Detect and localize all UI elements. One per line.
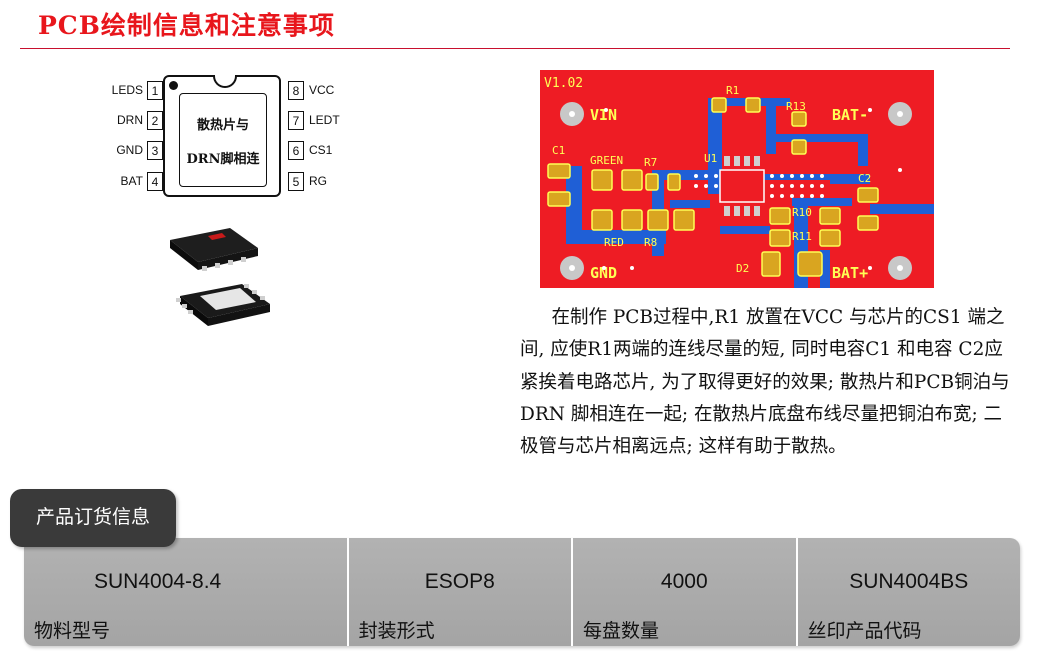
pcb-design-notes: 在制作 PCB过程中,R1 放置在VCC 与芯片的CS1 端之间, 应使R1两端… xyxy=(520,307,1010,458)
ordering-col-part-number: SUN4004-8.4 物料型号 xyxy=(24,538,349,646)
ordering-col-marking-code: SUN4004BS 丝印产品代码 xyxy=(797,538,1020,646)
pcb-label-gnd: GND xyxy=(590,264,617,282)
pin-name: DRN xyxy=(117,113,143,127)
title-divider xyxy=(20,48,1010,49)
pin-3: GND 3 xyxy=(116,140,163,160)
package-bottom-view xyxy=(176,284,270,326)
pcb-label-r8: R8 xyxy=(644,236,657,249)
pin-name: LEDS xyxy=(111,83,143,97)
thermal-pad-note-line1: 散热片与 xyxy=(196,117,249,133)
chip-notch xyxy=(213,75,237,88)
pin-name: GND xyxy=(116,143,143,157)
pin-number: 3 xyxy=(147,140,163,160)
pcb-chip-u1 xyxy=(602,108,902,270)
pin-number: 6 xyxy=(288,140,304,160)
pin-name: RG xyxy=(309,174,327,188)
pcb-label-u1: U1 xyxy=(704,152,717,165)
ordering-value: SUN4004-8.4 xyxy=(94,570,222,593)
pin-name: CS1 xyxy=(309,143,333,157)
pcb-traces xyxy=(566,98,934,288)
chip-body: 散热片与 DRN脚相连 xyxy=(163,75,281,197)
pcb-label-c1: C1 xyxy=(552,144,565,157)
ordering-value: SUN4004BS xyxy=(849,570,969,593)
pin-number: 7 xyxy=(288,110,304,130)
pin-number: 8 xyxy=(288,80,304,100)
pin-name: VCC xyxy=(309,83,335,97)
pcb-label-bat-minus: BAT- xyxy=(832,106,868,124)
pcb-label-r10: R10 xyxy=(792,206,812,219)
ordering-value: 4000 xyxy=(660,570,708,593)
pcb-label-green: GREEN xyxy=(590,154,623,167)
pcb-label-vin: VIN xyxy=(590,106,617,124)
chip-pinout-diagram: 散热片与 DRN脚相连 LEDS 1 DRN 2 GND 3 BAT 4 8 V… xyxy=(95,70,365,200)
pcb-pads xyxy=(547,97,879,277)
pin-6: 6 CS1 xyxy=(288,140,332,160)
pcb-label-red: RED xyxy=(604,236,624,249)
ordering-label: 每盘数量 xyxy=(583,620,660,642)
ordering-info-table: SUN4004-8.4 物料型号 ESOP8 封装形式 4000 每盘数量 SU… xyxy=(24,538,1020,646)
ordering-label: 物料型号 xyxy=(34,620,111,642)
pin-name: LEDT xyxy=(309,113,340,127)
pcb-label-c2: C2 xyxy=(858,172,871,185)
pcb-label-r11: R11 xyxy=(792,230,812,243)
pin-7: 7 LEDT xyxy=(288,110,340,130)
thermal-pad-outline: 散热片与 DRN脚相连 xyxy=(179,93,267,187)
pin-number: 5 xyxy=(288,171,304,191)
pin-number: 1 xyxy=(147,80,163,100)
pcb-label-d2: D2 xyxy=(736,262,749,275)
thermal-pad-note-line2: DRN脚相连 xyxy=(186,151,260,167)
ordering-label: 封装形式 xyxy=(358,620,435,642)
pcb-label-bat-plus: BAT+ xyxy=(832,264,868,282)
pcb-label-r13: R13 xyxy=(786,100,806,113)
pcb-version: V1.02 xyxy=(544,76,583,91)
ordering-label: 丝印产品代码 xyxy=(807,620,922,642)
ordering-col-package: ESOP8 封装形式 xyxy=(348,538,574,646)
pcb-label-r7: R7 xyxy=(644,156,657,169)
pcb-label-r1: R1 xyxy=(726,84,739,97)
ordering-info-tab: 产品订货信息 xyxy=(10,489,176,547)
pin-number: 2 xyxy=(147,110,163,130)
ordering-col-reel-quantity: 4000 每盘数量 xyxy=(573,538,798,646)
pin-5: 5 RG xyxy=(288,171,327,191)
pin-name: BAT xyxy=(120,174,143,188)
page-title: PCB绘制信息和注意事项 xyxy=(38,11,335,40)
pin-8: 8 VCC xyxy=(288,80,334,100)
package-photos xyxy=(170,228,270,326)
ordering-value: ESOP8 xyxy=(424,570,495,593)
package-top-view xyxy=(170,228,258,271)
pcb-mounting-holes xyxy=(560,102,912,280)
pin-1: LEDS 1 xyxy=(112,80,163,100)
pcb-layout: V1.02 VIN GND BAT- BAT+ C1 C2 R1 R7 R8 R… xyxy=(540,70,934,288)
pin-number: 4 xyxy=(147,171,163,191)
pin-2: DRN 2 xyxy=(117,110,163,130)
pin-4: BAT 4 xyxy=(121,171,163,191)
pin1-marker-dot xyxy=(169,81,178,90)
